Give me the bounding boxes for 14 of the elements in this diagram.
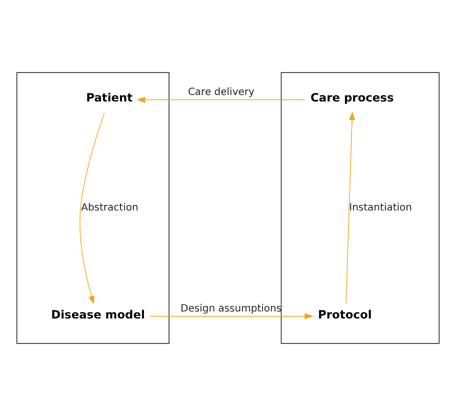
edge-label: Abstraction [81, 202, 138, 214]
node-text: Disease model [51, 306, 145, 321]
edge-label: Care delivery [188, 86, 254, 98]
node-text: Care process [310, 90, 394, 104]
arrow [150, 312, 314, 319]
arrow [136, 96, 306, 102]
arrow [80, 112, 105, 304]
node-text: Patient [86, 90, 133, 104]
cluster [280, 72, 440, 344]
edge-label: Design assumptions [180, 302, 282, 314]
cluster [16, 72, 170, 344]
node-text: Protocol [318, 306, 372, 321]
arrow [346, 111, 356, 304]
edge-label: Instantiation [349, 202, 412, 214]
